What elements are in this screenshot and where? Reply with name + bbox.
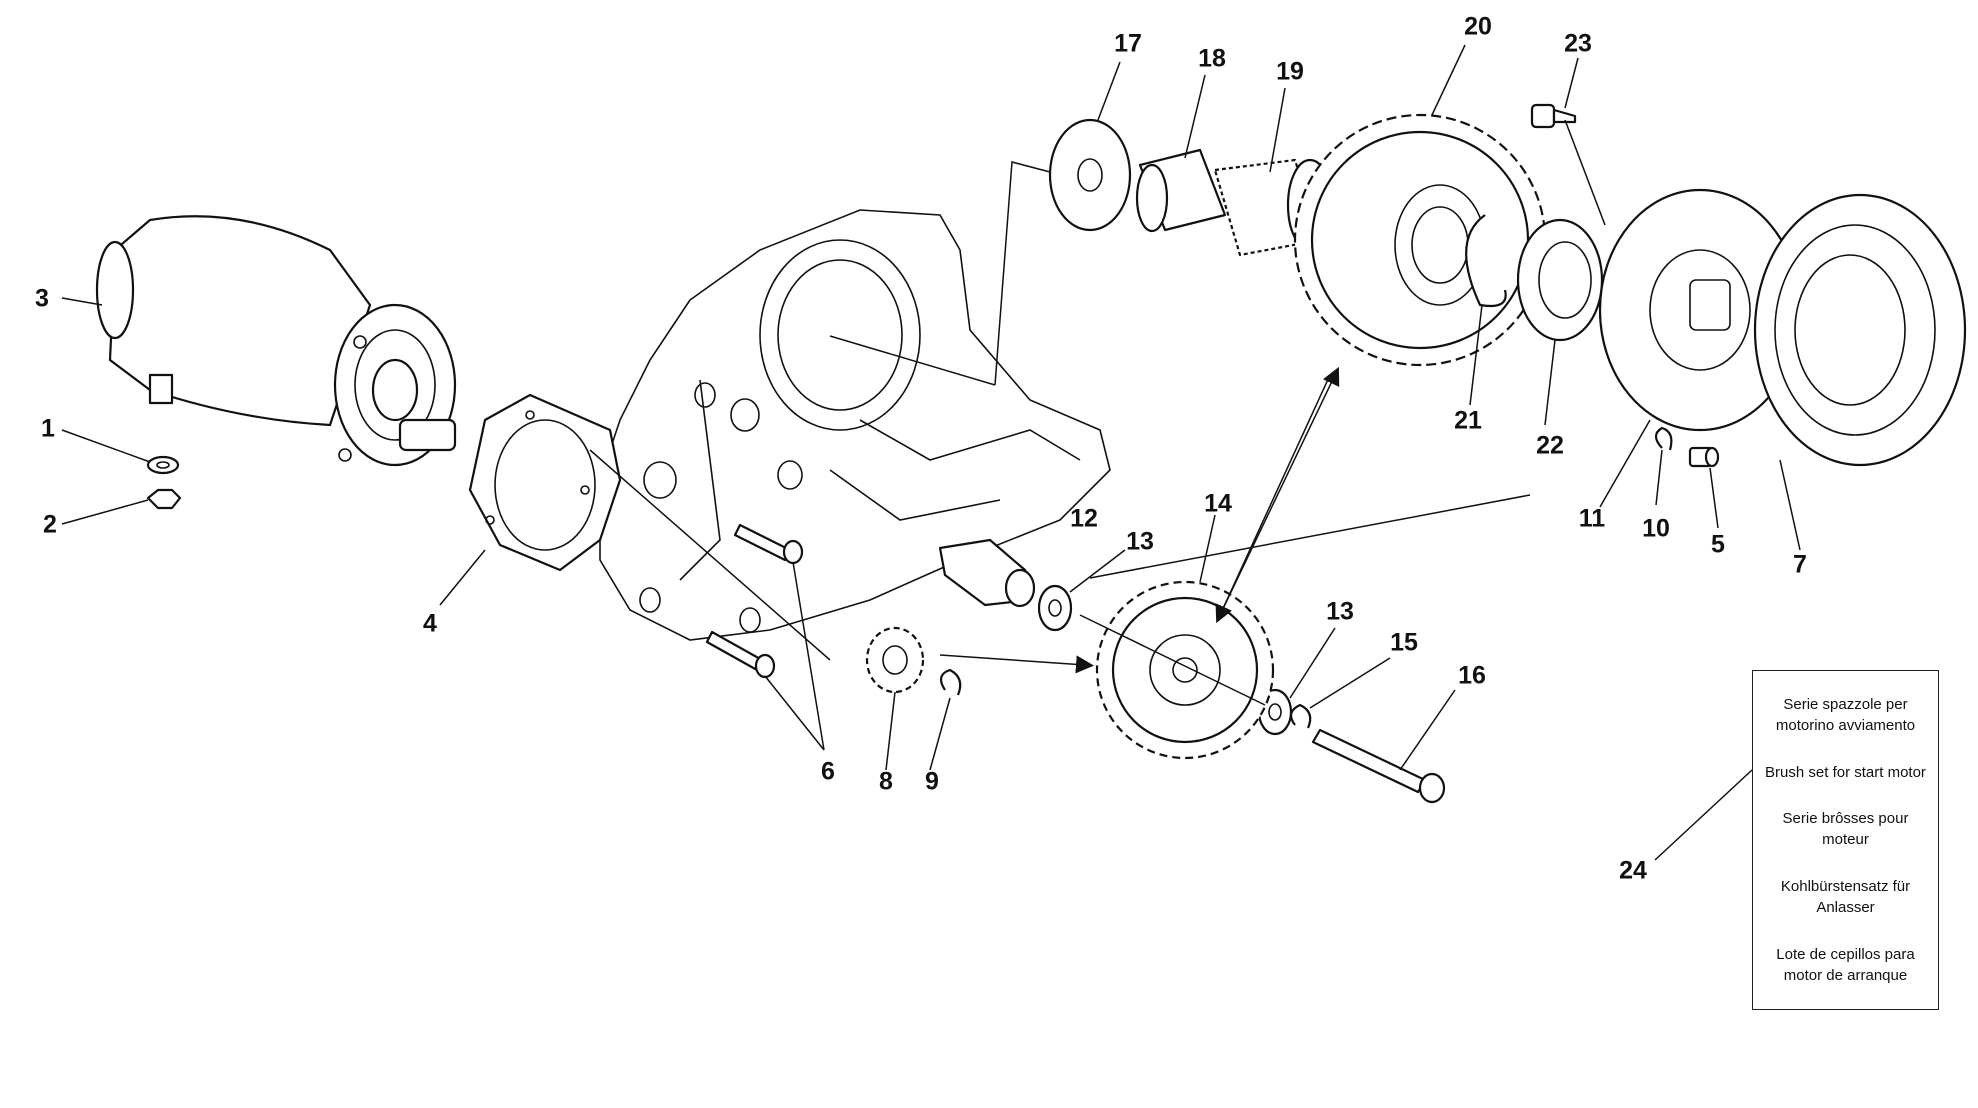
callout-21: 21 [1454, 407, 1482, 435]
freewheel-hub [1598, 188, 1802, 432]
callout-23: 23 [1564, 30, 1592, 58]
legend-german: Kohlbürstensatz für Anlasser [1780, 878, 1911, 917]
legend-spanish: Lote de cepillos para motor de arranque [1776, 946, 1915, 985]
flywheel [1753, 193, 1967, 467]
callout-4: 4 [423, 610, 437, 638]
callout-8: 8 [879, 768, 893, 796]
gasket [468, 393, 622, 572]
callout-20: 20 [1464, 13, 1492, 41]
legend-english: Brush set for start motor [1765, 763, 1926, 781]
callout-15: 15 [1390, 629, 1418, 657]
callout-5: 5 [1711, 531, 1725, 559]
legend-french: Serie brôsses pour moteur [1782, 810, 1909, 849]
hub-bolt [1530, 103, 1577, 129]
callout-13b: 13 [1326, 598, 1354, 626]
callout-9: 9 [925, 768, 939, 796]
brush-set-legend: Serie spazzole per motorino avviamento B… [1752, 670, 1939, 1010]
nut [146, 488, 182, 510]
bushing [1135, 148, 1227, 233]
snap-ring [1465, 214, 1507, 308]
flywheel-gear [1293, 113, 1547, 367]
engine-case [599, 209, 1111, 641]
callout-14: 14 [1204, 490, 1232, 518]
washer [146, 455, 180, 475]
callout-10: 10 [1642, 515, 1670, 543]
callout-2: 2 [43, 511, 57, 539]
callout-16: 16 [1458, 662, 1486, 690]
callout-24: 24 [1619, 857, 1647, 885]
idler-gear [1095, 580, 1275, 760]
callout-12: 12 [1070, 505, 1098, 533]
callout-labels: 1 2 3 4 5 6 7 8 9 10 11 12 13 13 14 15 1… [35, 13, 1807, 885]
circlip [1289, 703, 1312, 729]
callout-13: 13 [1126, 528, 1154, 556]
callout-7: 7 [1793, 551, 1807, 579]
roller-bearing [1516, 218, 1604, 342]
pinion-circlip [939, 668, 962, 696]
callout-3: 3 [35, 285, 49, 313]
callout-17: 17 [1114, 30, 1142, 58]
callout-1: 1 [41, 415, 55, 443]
thrust-washer [1037, 584, 1073, 632]
callout-22: 22 [1536, 432, 1564, 460]
callout-19: 19 [1276, 58, 1304, 86]
starter-motor [95, 215, 457, 467]
callout-18: 18 [1198, 45, 1226, 73]
shaft [938, 538, 1036, 608]
pinion-gear [865, 626, 925, 694]
callout-6: 6 [821, 758, 835, 786]
screws [705, 523, 804, 679]
legend-italian: Serie spazzole per motorino avviamento [1775, 695, 1916, 734]
small-circlip [1654, 426, 1673, 451]
callout-11: 11 [1579, 505, 1606, 533]
bolt [1311, 728, 1446, 804]
spacer-washer [1048, 118, 1132, 232]
set-screw [1688, 446, 1720, 468]
